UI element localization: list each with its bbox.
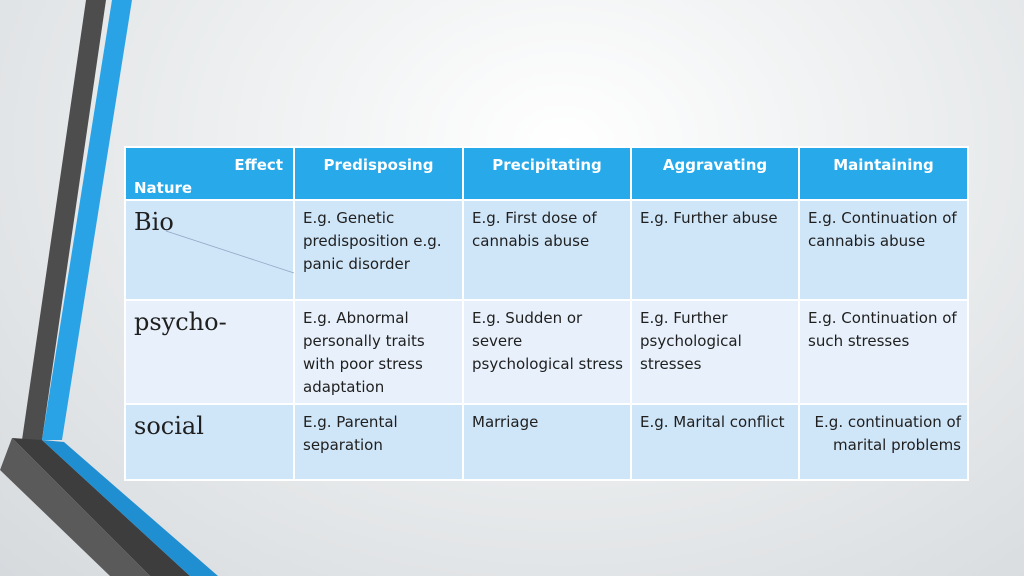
table-cell: E.g. Continuation of such stresses bbox=[798, 299, 969, 405]
effect-label: Effect bbox=[234, 156, 283, 174]
header-row: Effect Nature Predisposing Precipitating… bbox=[124, 146, 969, 201]
decor-dark-stripe-lower bbox=[12, 438, 190, 576]
column-header-predisposing: Predisposing bbox=[293, 146, 464, 201]
nature-effect-table: Effect Nature Predisposing Precipitating… bbox=[124, 146, 969, 481]
decor-dark-stripe bbox=[22, 0, 106, 440]
table-cell: E.g. Further psychological stresses bbox=[630, 299, 800, 405]
table-row-bio: Bio E.g. Genetic predisposition e.g. pan… bbox=[124, 199, 969, 301]
decor-dark-stripe-bottom bbox=[0, 438, 150, 576]
decor-blue-stripe-lower bbox=[42, 440, 218, 576]
table-cell: E.g. Continuation of cannabis abuse bbox=[798, 199, 969, 301]
row-label-cell: Bio bbox=[124, 199, 295, 301]
decor-blue-stripe bbox=[42, 0, 132, 440]
table-cell: E.g. First dose of cannabis abuse bbox=[462, 199, 632, 301]
table-cell: E.g. Marital conflict bbox=[630, 403, 800, 481]
table-cell: E.g. Sudden or severe psychological stre… bbox=[462, 299, 632, 405]
table-cell: E.g. continuation of marital problems bbox=[798, 403, 969, 481]
column-header-precipitating: Precipitating bbox=[462, 146, 632, 201]
table-cell: E.g. Further abuse bbox=[630, 199, 800, 301]
table-row-psycho: psycho- E.g. Abnormal personally traits … bbox=[124, 299, 969, 405]
row-label-cell: social bbox=[124, 403, 295, 481]
table-cell: Marriage bbox=[462, 403, 632, 481]
column-header-maintaining: Maintaining bbox=[798, 146, 969, 201]
table-row-social: social E.g. Parental separation Marriage… bbox=[124, 403, 969, 481]
column-header-aggravating: Aggravating bbox=[630, 146, 800, 201]
table-cell: E.g. Parental separation bbox=[293, 403, 464, 481]
row-label-social: social bbox=[134, 412, 204, 440]
table-cell: E.g. Genetic predisposition e.g. panic d… bbox=[293, 199, 464, 301]
corner-header-cell: Effect Nature bbox=[124, 146, 295, 201]
row-label-bio: Bio bbox=[134, 208, 174, 236]
nature-label: Nature bbox=[134, 179, 193, 197]
row-label-psycho: psycho- bbox=[134, 308, 227, 336]
row-label-cell: psycho- bbox=[124, 299, 295, 405]
table-cell: E.g. Abnormal personally traits with poo… bbox=[293, 299, 464, 405]
